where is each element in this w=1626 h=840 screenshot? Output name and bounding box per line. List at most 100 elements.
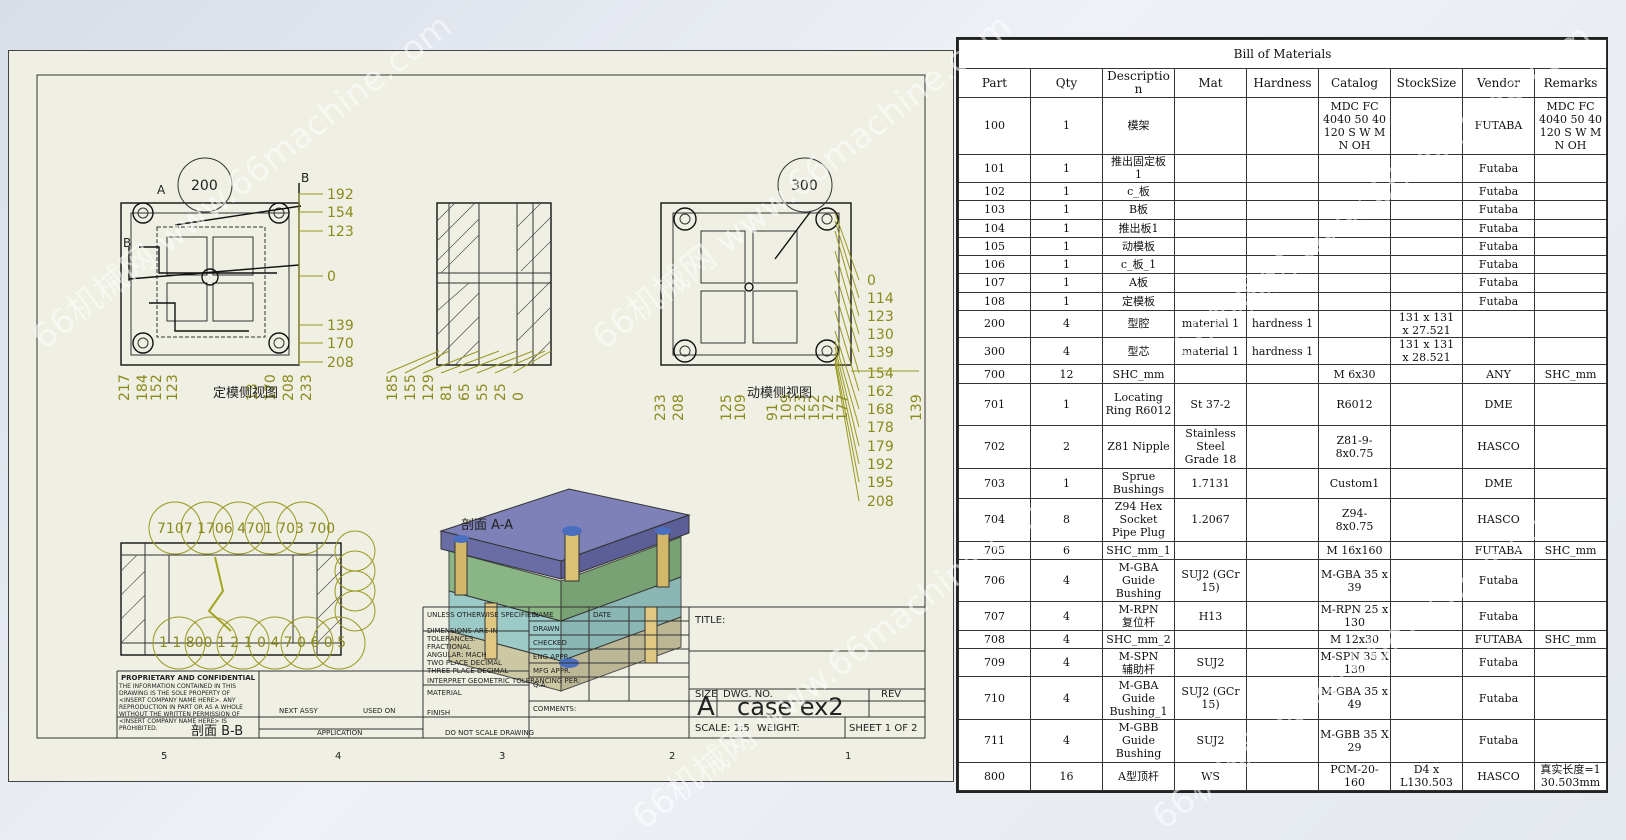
balloon-300-circle[interactable] [777,157,833,213]
bom-col-mat[interactable]: Mat [1174,68,1247,98]
bom-cell-part[interactable]: 710 [958,676,1031,720]
bom-cell-vendor[interactable]: Futaba [1462,153,1535,184]
bom-cell-qty[interactable]: 4 [1030,558,1103,603]
bom-cell-vendor[interactable]: Futaba [1462,273,1535,293]
bom-cell-part[interactable]: 102 [958,182,1031,202]
bom-cell-stocksize[interactable] [1390,540,1463,560]
bom-cell-qty[interactable]: 8 [1030,498,1103,542]
bom-cell-stocksize[interactable]: D4 x L130.503 [1390,761,1463,792]
bom-cell-hardness[interactable] [1246,558,1319,603]
balloon-300-label[interactable]: 300 [791,178,818,194]
bom-cell-mat[interactable]: WS [1174,761,1247,792]
bom-cell-description[interactable]: Sprue Bushings [1102,467,1175,500]
bom-cell-stocksize[interactable] [1390,273,1463,293]
bom-col-description[interactable]: Descriptio n [1102,68,1175,98]
balloon-200-label[interactable]: 200 [191,178,218,194]
bom-cell-vendor[interactable]: ANY [1462,364,1535,384]
bom-cell-catalog[interactable]: M-GBA 35 x 39 [1318,558,1391,603]
bom-cell-vendor[interactable]: Futaba [1462,200,1535,220]
bom-cell-description[interactable]: SHC_mm_1 [1102,540,1175,560]
bom-cell-qty[interactable]: 6 [1030,540,1103,560]
bom-cell-stocksize[interactable] [1390,182,1463,202]
bom-cell-vendor[interactable]: Futaba [1462,255,1535,275]
bom-col-qty[interactable]: Qty [1030,68,1103,98]
bom-cell-description[interactable]: Z94 Hex Socket Pipe Plug [1102,498,1175,542]
bom-cell-description[interactable]: B板 [1102,200,1175,220]
bom-cell-catalog[interactable]: MDC FC 4040 50 40 120 S W M N OH [1318,97,1391,155]
bom-cell-vendor[interactable]: HASCO [1462,425,1535,469]
bom-cell-mat[interactable] [1174,97,1247,155]
bom-cell-remarks[interactable] [1533,255,1608,275]
bom-cell-stocksize[interactable] [1390,218,1463,238]
bom-cell-description[interactable]: 推出固定板 1 [1102,153,1175,184]
bom-cell-part[interactable]: 708 [958,629,1031,650]
bom-cell-stocksize[interactable] [1390,648,1463,678]
bom-cell-description[interactable]: M-SPN 辅助杆 [1102,648,1175,678]
bom-cell-catalog[interactable]: M 16x160 [1318,540,1391,560]
bom-cell-mat[interactable] [1174,236,1247,257]
bom-cell-description[interactable]: c_板 [1102,182,1175,202]
bom-cell-description[interactable]: SHC_mm_2 [1102,629,1175,650]
bom-cell-catalog[interactable] [1318,337,1391,366]
bom-cell-mat[interactable]: SUJ2 (GCr 15) [1174,676,1247,720]
bom-cell-remarks[interactable] [1533,467,1608,500]
bom-cell-hardness[interactable] [1246,364,1319,384]
bom-cell-stocksize[interactable] [1390,364,1463,384]
bom-cell-hardness[interactable] [1246,273,1319,293]
bom-cell-hardness[interactable] [1246,761,1319,792]
bom-cell-mat[interactable]: H13 [1174,601,1247,631]
bom-cell-catalog[interactable]: Custom1 [1318,467,1391,500]
bom-cell-mat[interactable] [1174,540,1247,560]
front-view[interactable] [120,183,302,366]
bom-col-part[interactable]: Part [958,68,1031,98]
bom-cell-qty[interactable]: 1 [1030,218,1103,238]
bom-cell-vendor[interactable]: HASCO [1462,498,1535,542]
bom-cell-vendor[interactable]: DME [1462,467,1535,500]
bom-cell-catalog[interactable] [1318,309,1391,339]
bom-cell-remarks[interactable] [1533,182,1608,202]
balloon-200-circle[interactable] [177,157,233,213]
bom-cell-vendor[interactable]: Futaba [1462,718,1535,763]
bom-cell-hardness[interactable] [1246,291,1319,311]
bom-cell-part[interactable]: 104 [958,218,1031,238]
bom-cell-remarks[interactable] [1533,558,1608,603]
bom-cell-stocksize[interactable] [1390,467,1463,500]
bom-cell-remarks[interactable] [1533,273,1608,293]
bom-cell-catalog[interactable]: M-RPN 25 x 130 [1318,601,1391,631]
bom-cell-catalog[interactable] [1318,153,1391,184]
bom-cell-remarks[interactable] [1533,291,1608,311]
bill-of-materials-table[interactable]: Bill of Materials Part Qty Descriptio n … [956,37,1608,793]
bom-cell-description[interactable]: M-GBA Guide Bushing_1 [1102,676,1175,720]
bom-cell-part[interactable]: 103 [958,200,1031,220]
bom-cell-mat[interactable] [1174,273,1247,293]
bom-cell-description[interactable]: 动模板 [1102,236,1175,257]
bom-cell-mat[interactable]: 1.2067 [1174,498,1247,542]
bom-cell-part[interactable]: 106 [958,255,1031,275]
bom-cell-hardness[interactable] [1246,255,1319,275]
bom-cell-hardness[interactable]: hardness 1 [1246,337,1319,366]
bom-cell-hardness[interactable] [1246,218,1319,238]
bom-cell-catalog[interactable]: M 12x30 [1318,629,1391,650]
bom-cell-hardness[interactable] [1246,153,1319,184]
bom-cell-vendor[interactable]: FUTABA [1462,629,1535,650]
bom-cell-hardness[interactable] [1246,629,1319,650]
bom-cell-part[interactable]: 703 [958,467,1031,500]
bom-cell-stocksize[interactable] [1390,718,1463,763]
bom-cell-description[interactable]: 模架 [1102,97,1175,155]
bom-cell-description[interactable]: M-GBB Guide Bushing [1102,718,1175,763]
bom-cell-qty[interactable]: 1 [1030,200,1103,220]
bom-cell-mat[interactable]: material 1 [1174,337,1247,366]
bom-cell-hardness[interactable] [1246,540,1319,560]
bom-cell-qty[interactable]: 1 [1030,182,1103,202]
